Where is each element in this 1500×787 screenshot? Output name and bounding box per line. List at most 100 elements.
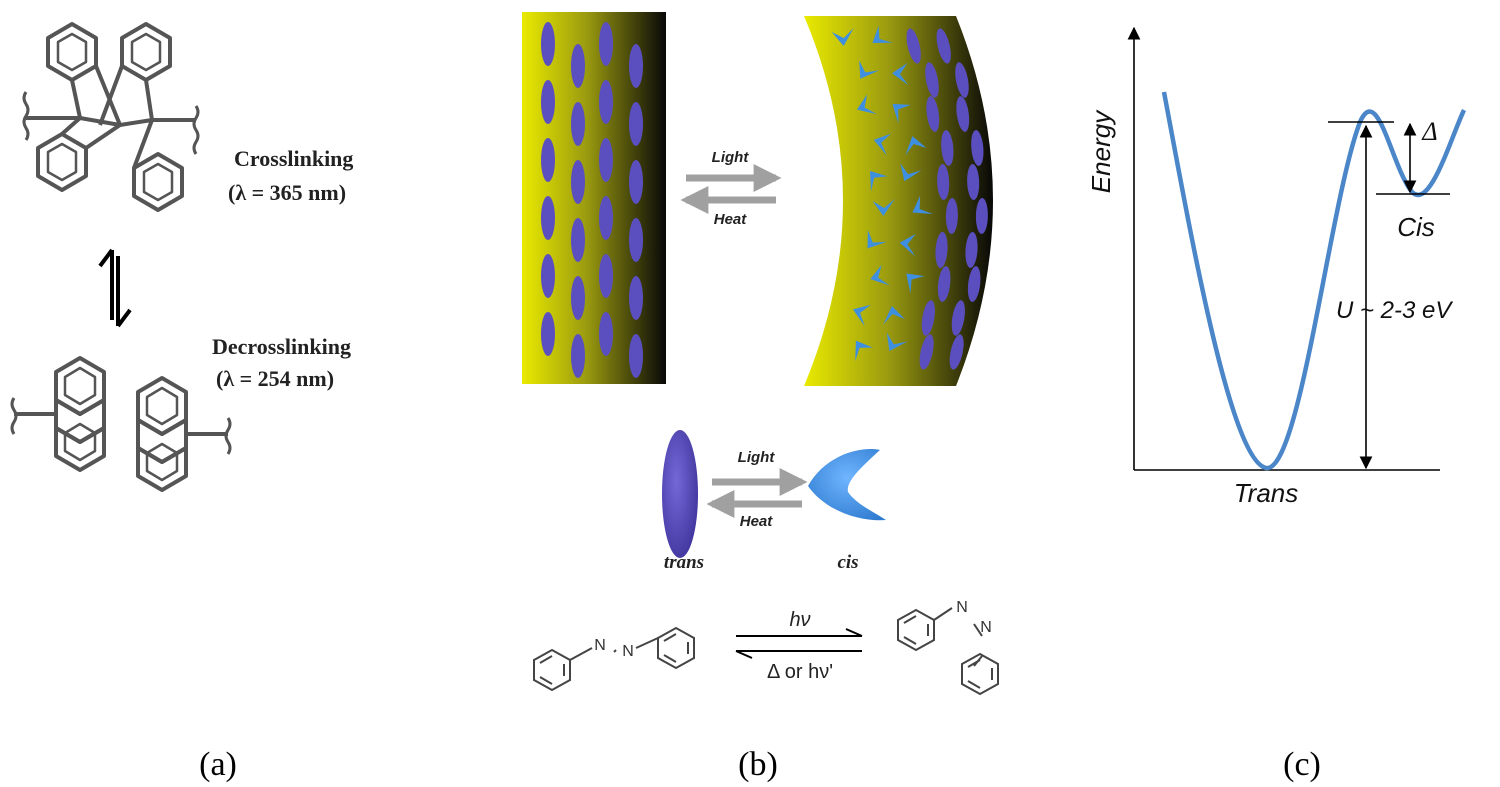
cis-molecule-glyph [870,264,890,286]
trans-molecule-glyph [599,254,613,298]
trans-state-label: Trans [1234,478,1299,508]
trans-molecule-glyph [629,44,643,88]
cis-molecule-glyph [906,273,925,294]
cis-molecule-glyph [831,28,854,47]
trans-molecule-glyph [906,28,921,64]
trans-molecule-glyph [541,312,555,356]
trans-molecule-glyph [571,102,585,146]
cis-molecule-glyph [899,233,916,257]
trans-molecule-glyph [967,164,980,200]
trans-molecule-glyph [937,164,950,200]
trans-molecule-glyph [965,232,978,268]
delta-label: Δ [1421,117,1437,146]
cis-molecule-glyph [873,133,892,156]
trans-molecule-glyph [599,22,613,66]
cis-state-label: Cis [1397,212,1435,242]
trans-molecule-glyph [949,334,964,370]
trans-molecule-glyph [951,300,965,336]
trans-molecule-glyph [956,96,970,132]
trans-molecule-glyph [571,334,585,378]
trans-molecule-glyph [629,102,643,146]
trans-molecule-glyph [971,130,984,166]
trans-molecule-glyph [975,198,988,234]
cis-molecule [808,449,886,521]
trans-azobenzene-structure [533,626,695,692]
cis-molecule-glyph [859,60,880,79]
trans-molecule-glyph [599,312,613,356]
anthracene-monomers-structure [10,356,232,492]
molecule-heat-label: Heat [740,513,774,530]
cis-molecule-glyph [900,163,922,182]
trans-molecule [662,430,698,558]
crosslinking-label: Crosslinking [234,146,353,171]
cis-molecule-glyph [867,230,887,249]
energy-curve [1161,91,1467,471]
trans-azo-n2: N [622,643,634,660]
barrier-markers [1328,121,1450,470]
reaction-backward-label: Δ or hν' [767,661,833,683]
cis-molecule-glyph [892,103,911,124]
bent-film-molecules [831,25,988,370]
trans-molecule-glyph [541,22,555,66]
trans-molecule-glyph [919,334,934,370]
cis-molecule-glyph [912,195,933,214]
molecule-transition-arrows [706,468,808,518]
panel-b: Light Heat Light Heat trans cis N N [522,12,999,783]
panel-a: Crosslinking (λ = 365 nm) Decrosslinking… [10,22,353,783]
trans-molecule-glyph [571,218,585,262]
y-axis-label: Energy [1086,109,1116,193]
trans-molecule-glyph [571,160,585,204]
trans-azo-n1: N [594,637,606,654]
trans-label: trans [664,552,704,573]
cis-molecule-glyph [872,25,894,44]
trans-molecule-glyph [955,62,969,98]
equilibrium-arrows [98,248,132,328]
crosslinking-wavelength: (λ = 365 nm) [228,180,346,205]
trans-molecule-glyph [629,276,643,320]
trans-molecule-glyph [599,80,613,124]
trans-molecule-glyph [629,160,643,204]
trans-molecule-glyph [945,198,958,234]
cis-azo-n1: N [956,599,968,616]
trans-molecule-glyph [937,266,951,302]
cis-molecule-glyph [872,198,895,216]
cis-molecule-glyph [892,63,909,86]
trans-molecule-glyph [967,266,981,302]
panel-a-caption: (a) [199,746,237,783]
cis-molecule-glyph [856,94,878,115]
trans-molecule-glyph [921,300,935,336]
trans-molecule-glyph [541,254,555,298]
panel-c: Energy Δ Cis U ~ 2-3 eV Trans (c) [1086,26,1467,783]
cis-azobenzene-structure [897,607,999,696]
film-light-label: Light [712,149,750,166]
barrier-label: U ~ 2-3 eV [1336,297,1453,324]
cis-molecule-glyph [905,136,927,156]
cis-molecule-glyph [886,332,908,352]
trans-molecule-glyph [925,62,939,98]
decrosslinking-wavelength: (λ = 254 nm) [216,366,334,391]
anthracene-dimer-structure [22,22,200,212]
molecule-light-label: Light [738,449,776,466]
trans-molecule-glyph [541,138,555,182]
reaction-forward-label: hν [789,609,810,631]
trans-molecule-glyph [599,196,613,240]
film-transition-arrows [680,164,782,214]
trans-molecule-glyph [571,44,585,88]
cis-molecule-glyph [883,306,905,325]
trans-molecule-glyph [571,276,585,320]
trans-molecule-glyph [935,232,948,268]
panel-b-caption: (b) [738,746,778,783]
film-heat-label: Heat [714,211,748,228]
cis-azo-n2: N [980,619,992,636]
trans-molecule-glyph [541,196,555,240]
cis-molecule-glyph [852,304,871,327]
trans-molecule-glyph [541,80,555,124]
flat-film-molecules [541,22,643,378]
trans-molecule-glyph [936,28,951,64]
cis-molecule-glyph [869,170,888,192]
panel-c-caption: (c) [1283,746,1321,783]
reaction-arrows [735,628,863,659]
cis-molecule-glyph [855,340,873,362]
cis-label: cis [837,552,858,573]
trans-molecule-glyph [629,218,643,262]
